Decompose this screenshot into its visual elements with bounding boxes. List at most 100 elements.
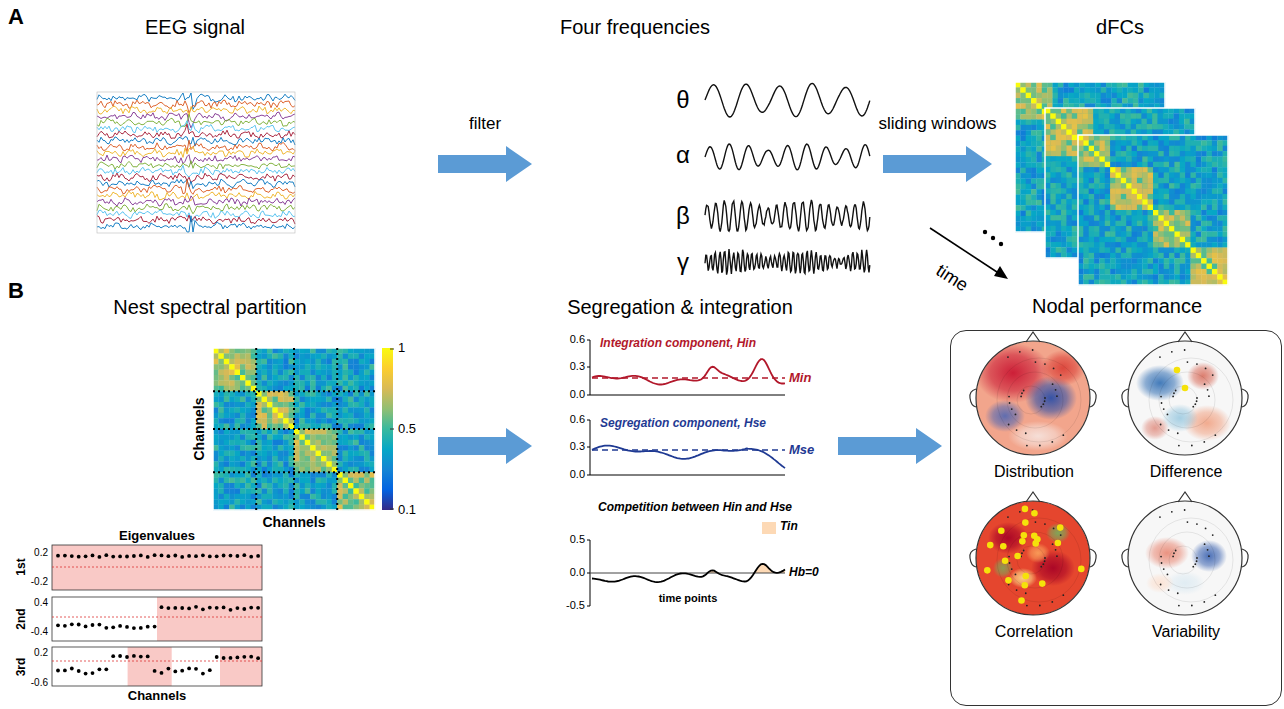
matrix-cell: [1042, 87, 1048, 93]
matrix-cell: [1131, 124, 1137, 130]
matrix-cell: [1163, 113, 1169, 119]
matrix-cell: [1185, 173, 1191, 179]
matrix-cell: [1142, 205, 1148, 211]
matrix-cell: [1212, 151, 1218, 157]
matrix: [1045, 108, 1195, 258]
matrix-cell: [1020, 184, 1026, 190]
matrix-cell: [1061, 210, 1067, 216]
matrix-cell: [1061, 242, 1067, 248]
matrix-cell: [1217, 178, 1223, 184]
matrix-cell: [1110, 140, 1116, 146]
matrix-cell: [1045, 178, 1051, 184]
matrix-cell: [1207, 194, 1213, 200]
matrix-cell: [1083, 151, 1089, 157]
matrix-cell: [1045, 156, 1051, 162]
matrix-cell: [1191, 189, 1197, 195]
matrix-cell: [1020, 162, 1026, 168]
matrix-cell: [1104, 119, 1110, 125]
matrix-cell: [1115, 113, 1121, 119]
matrix-cell: [1174, 119, 1180, 125]
matrix-cell: [1078, 162, 1084, 168]
matrix-cell: [1083, 140, 1089, 146]
matrix-cell: [1116, 173, 1122, 179]
matrix-cell: [1207, 183, 1213, 189]
matrix-cell: [1169, 146, 1175, 152]
matrix-cell: [1072, 146, 1078, 152]
matrix-cell: [1056, 162, 1062, 168]
matrix-cell: [1056, 210, 1062, 216]
matrix-cell: [1132, 146, 1138, 152]
matrix-cell: [1050, 210, 1056, 216]
matrix-cell: [1116, 189, 1122, 195]
matrix-cell: [1217, 156, 1223, 162]
matrix-cell: [1089, 162, 1095, 168]
matrix-cell: [1121, 205, 1127, 211]
matrix-cell: [1153, 135, 1159, 141]
matrix-cell: [1128, 87, 1134, 93]
matrix-cell: [1153, 189, 1159, 195]
matrix-cell: [1050, 242, 1056, 248]
matrix-cell: [1015, 195, 1021, 201]
matrix-cell: [1158, 124, 1164, 130]
matrix-cell: [1045, 119, 1051, 125]
matrix-cell: [1036, 82, 1042, 88]
matrix-cell: [1138, 87, 1144, 93]
matrix-cell: [1116, 205, 1122, 211]
matrix-cell: [1105, 199, 1111, 205]
matrix-cell: [1072, 215, 1078, 221]
matrix-cell: [1105, 210, 1111, 216]
matrix-cell: [1106, 87, 1112, 93]
matrix-cell: [1083, 162, 1089, 168]
matrix-cell: [1174, 178, 1180, 184]
matrix-cell: [1078, 194, 1084, 200]
eeg-trace: [97, 180, 295, 195]
matrix-cell: [1036, 103, 1042, 109]
matrix-cell: [1158, 140, 1164, 146]
matrix-cell: [1132, 167, 1138, 173]
matrix-cell: [1088, 129, 1094, 135]
matrix-cell: [1153, 156, 1159, 162]
matrix-cell: [1138, 82, 1144, 88]
matrix-cell: [1158, 156, 1164, 162]
matrix-cell: [1105, 151, 1111, 157]
matrix-cell: [1026, 173, 1032, 179]
matrix-cell: [1116, 156, 1122, 162]
matrix-cell: [1217, 140, 1223, 146]
matrix-cell: [1020, 211, 1026, 217]
matrix-cell: [1099, 173, 1105, 179]
matrix-cell: [1168, 113, 1174, 119]
matrix-cell: [1050, 162, 1056, 168]
matrix-cell: [1045, 199, 1051, 205]
matrix-cell: [1201, 183, 1207, 189]
matrix-cell: [1036, 216, 1042, 222]
matrix-cell: [1185, 167, 1191, 173]
matrix-cell: [1056, 183, 1062, 189]
matrix-cell: [1126, 205, 1132, 211]
matrix-cell: [1053, 93, 1059, 99]
matrix-cell: [1074, 82, 1080, 88]
matrix-cell: [1116, 146, 1122, 152]
matrix-cell: [1101, 82, 1107, 88]
matrix-cell: [1164, 199, 1170, 205]
matrix-cell: [1061, 146, 1067, 152]
matrix-cell: [1185, 189, 1191, 195]
matrix-cell: [1056, 242, 1062, 248]
matrix-cell: [1117, 82, 1123, 88]
matrix-cell: [1185, 199, 1191, 205]
matrix-cell: [1042, 98, 1048, 104]
matrix-cell: [1026, 152, 1032, 158]
matrix-cell: [1089, 194, 1095, 200]
matrix-cell: [1078, 205, 1084, 211]
matrix-cell: [1137, 140, 1143, 146]
matrix-cell: [1061, 156, 1067, 162]
matrix-cell: [1083, 210, 1089, 216]
matrix-cell: [1093, 119, 1099, 125]
matrix-cell: [1083, 129, 1089, 135]
matrix-cell: [1072, 129, 1078, 135]
matrix-cell: [1105, 156, 1111, 162]
matrix-cell: [1191, 178, 1197, 184]
band-wave: [705, 83, 870, 117]
matrix-cell: [1131, 129, 1137, 135]
eeg-trace: [97, 179, 295, 189]
